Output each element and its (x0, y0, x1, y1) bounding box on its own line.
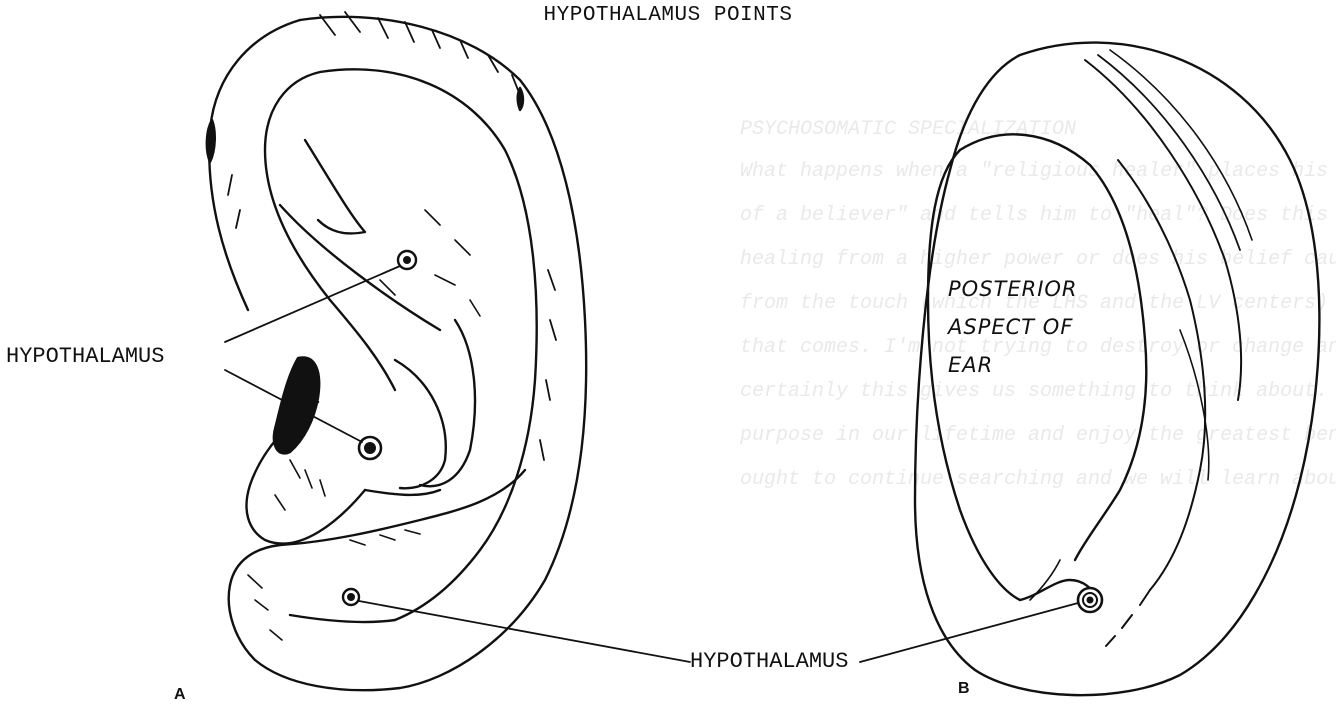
ear-a-concha-cavum (395, 360, 446, 488)
figure-label-a: A (174, 686, 186, 704)
ear-a-outer-helix (229, 17, 586, 690)
ear-a-triangular-fossa (305, 140, 365, 234)
posterior-line-2: ASPECT OF (948, 315, 1073, 339)
ear-a-drawing (207, 12, 586, 690)
ear-a-lobule-inner (290, 615, 395, 622)
figure-label-b: B (958, 680, 970, 698)
ear-a-shaded-canal (274, 357, 319, 453)
ear-a-lobule (230, 470, 525, 585)
ear-a-crus (280, 205, 440, 330)
ear-a-antitragus (365, 490, 440, 495)
page-title: HYPOTHALAMUS POINTS (0, 4, 1336, 27)
label-hypothalamus-left: HYPOTHALAMUS (6, 344, 164, 369)
ear-b-ridge (1118, 160, 1205, 590)
posterior-line-1: POSTERIOR (948, 277, 1078, 301)
ear-a-concha (420, 320, 475, 486)
leader-line-posterior (860, 603, 1078, 662)
posterior-aspect-label: POSTERIOR ASPECT OF EAR (948, 270, 1078, 384)
ear-a-helix-rim (209, 20, 300, 310)
ear-a-antihelix (265, 72, 395, 390)
ear-a-inner-helix (320, 69, 537, 620)
ear-b-ridge-dashed (1106, 590, 1150, 646)
label-hypothalamus-bottom: HYPOTHALAMUS (690, 649, 848, 674)
posterior-line-3: EAR (948, 353, 993, 377)
